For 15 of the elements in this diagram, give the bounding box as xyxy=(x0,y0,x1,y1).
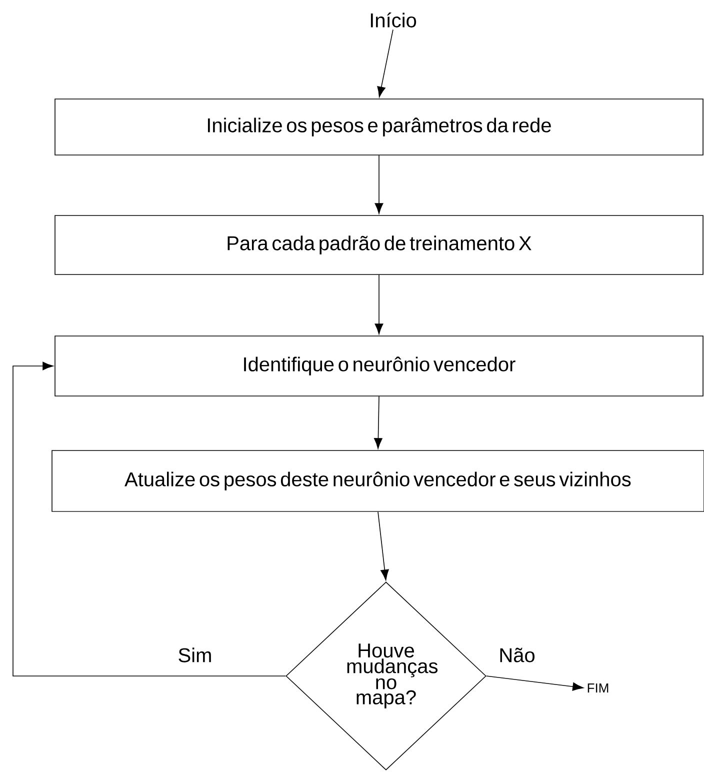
arrow xyxy=(378,512,389,580)
terminal-label: FIM xyxy=(588,684,608,692)
process-box: Inicialize os pesos e parâmetros da rede xyxy=(54,98,704,156)
terminal-label: Início xyxy=(370,12,416,28)
arrow xyxy=(12,362,286,676)
process-box: Identifique o neurônio vencedor xyxy=(54,336,704,396)
arrow xyxy=(377,29,394,98)
edge-label: Sim xyxy=(176,646,214,664)
arrow xyxy=(374,274,384,334)
process-box: Para cada padrão de treinamento X xyxy=(54,215,704,275)
arrow xyxy=(374,396,382,449)
edge-label: Não xyxy=(498,646,536,664)
process-box: Atualize os pesos deste neurônio vencedor e seus vizinhos xyxy=(52,450,704,512)
arrow xyxy=(486,676,584,691)
arrow xyxy=(374,155,384,214)
